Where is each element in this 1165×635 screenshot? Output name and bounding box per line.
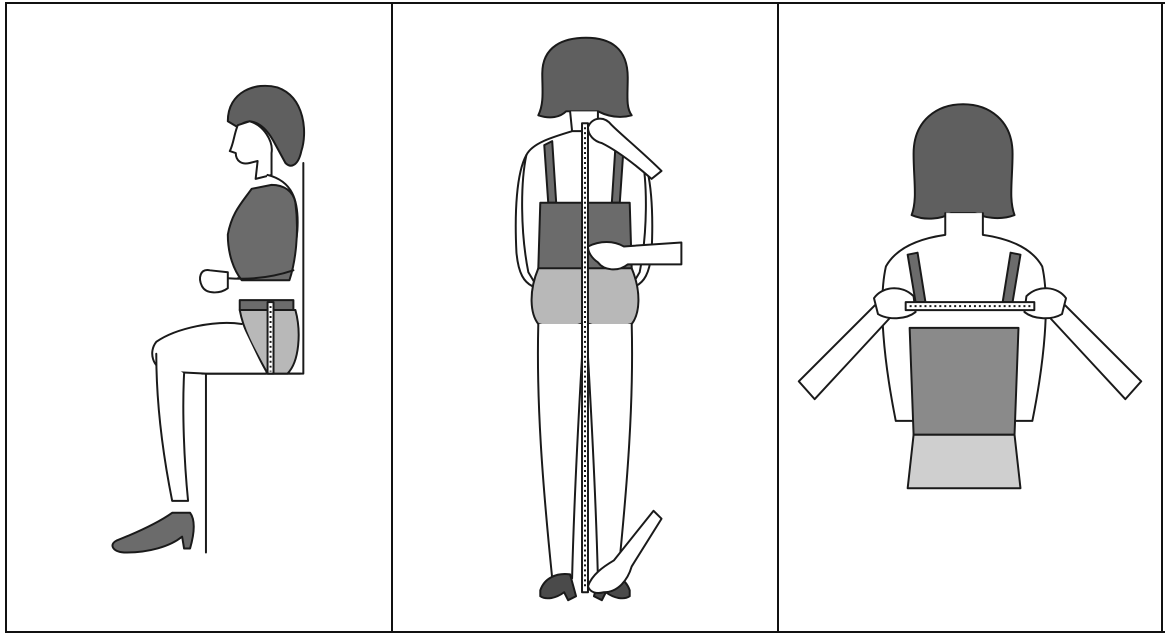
- tape-measure-icon: [906, 302, 1035, 310]
- panel-back-width-measurement: [777, 4, 1163, 631]
- hand-icon: [200, 270, 228, 292]
- tape-measure-icon: [582, 123, 588, 592]
- corset-top-shape: [910, 328, 1019, 435]
- shoe-icon: [540, 574, 576, 600]
- hair-shape: [912, 104, 1015, 218]
- shoe-icon: [112, 513, 193, 553]
- standing-back-figure-illustration: [393, 4, 777, 631]
- back-width-figure-illustration: [779, 4, 1161, 631]
- hair-shape: [538, 38, 631, 118]
- panel-back-length-measurement: [391, 4, 777, 631]
- measurement-illustration-grid: [5, 2, 1165, 633]
- tank-top-shape: [228, 185, 297, 280]
- hand-icon: [588, 242, 681, 269]
- panel-seated-measurement: [5, 4, 391, 631]
- skirt-shape: [908, 435, 1021, 488]
- seated-figure-illustration: [7, 4, 391, 631]
- tape-measure-icon: [268, 302, 274, 374]
